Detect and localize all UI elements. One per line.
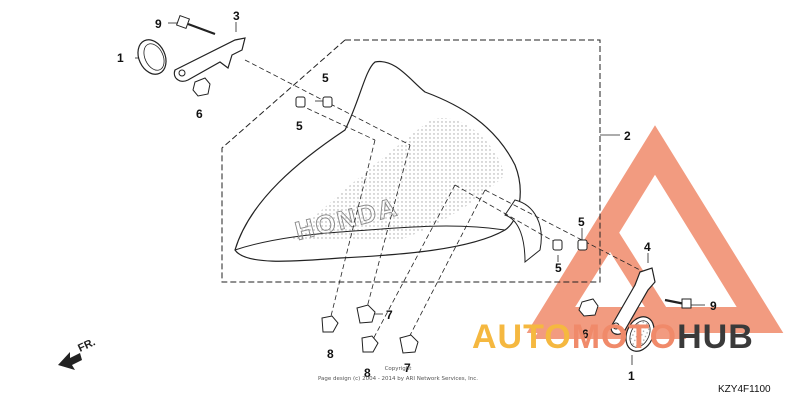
watermark-part-3: HUB <box>677 318 754 356</box>
callout-1-right: 1 <box>628 369 635 383</box>
clips <box>295 96 588 251</box>
diagram-code: KZY4F1100 <box>718 384 771 395</box>
reflector-left <box>137 39 167 75</box>
copyright-line-2: Page design (c) 2004 - 2014 by ARI Netwo… <box>318 376 478 382</box>
callout-5-d: 5 <box>555 261 562 275</box>
assembly-frame <box>221 39 601 283</box>
nut-left <box>192 77 211 97</box>
callout-9-right: 9 <box>710 299 717 313</box>
callout-8-b: 8 <box>364 366 371 380</box>
callout-5-c: 5 <box>578 215 585 229</box>
callout-3: 3 <box>233 9 240 23</box>
callout-6-right: 6 <box>582 327 589 341</box>
watermark-part-2: MOTO <box>572 318 677 356</box>
bolt-right <box>664 298 692 309</box>
callout-1-left: 1 <box>117 51 124 65</box>
callout-5-a: 5 <box>322 71 329 85</box>
callout-7-b: 7 <box>404 361 411 375</box>
callout-7-a: 7 <box>386 308 393 322</box>
front-fender: HONDA <box>234 60 542 264</box>
nut-right <box>578 298 599 317</box>
callout-8-a: 8 <box>327 347 334 361</box>
watermark-text: AUTOMOTOHUB <box>472 318 754 356</box>
svg-text:AUTOMOTOHUB: AUTOMOTOHUB <box>472 318 754 356</box>
callout-numbers: 1 9 3 6 5 5 2 5 5 4 9 6 1 7 7 8 8 <box>117 9 717 383</box>
callout-5-b: 5 <box>296 119 303 133</box>
copyright-line-1: Copyright <box>385 366 413 372</box>
bracket-right <box>610 267 656 335</box>
callout-4: 4 <box>644 240 651 254</box>
bottom-fasteners <box>321 304 419 354</box>
watermark-part-1: AUTO <box>472 318 572 356</box>
bracket-left <box>173 37 246 82</box>
front-direction-arrow: FR. <box>58 336 97 370</box>
reflector-right <box>625 316 655 352</box>
callout-9-left: 9 <box>155 17 162 31</box>
callout-6-left: 6 <box>196 107 203 121</box>
bolt-left <box>175 14 216 36</box>
front-direction-label: FR. <box>76 336 97 354</box>
callout-2: 2 <box>624 129 631 143</box>
